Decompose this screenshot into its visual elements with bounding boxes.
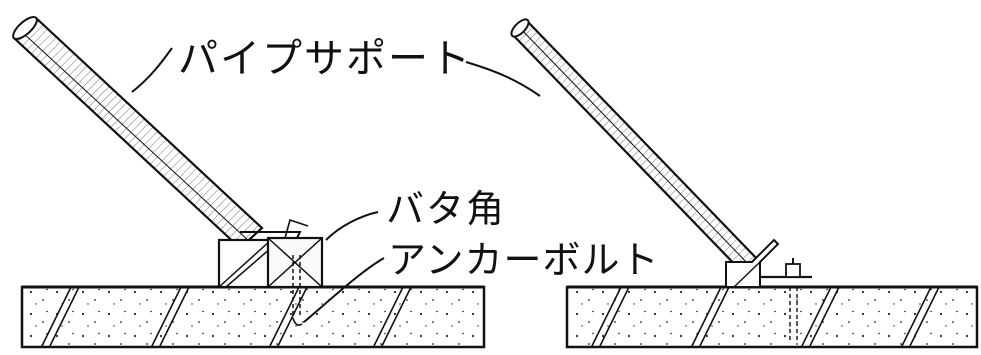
anchor-bolt-label: アンカーボルト xyxy=(388,238,659,282)
left-anchor-bolt xyxy=(292,255,303,326)
pipe-support-label: パイプサポート xyxy=(178,36,472,82)
left-concrete-slab xyxy=(20,285,486,349)
right-pipe-support xyxy=(510,18,762,276)
leader-lines xyxy=(131,47,541,323)
right-concrete-slab xyxy=(565,285,979,349)
left-pipe-support xyxy=(12,16,264,250)
bata-kaku-timber xyxy=(266,218,324,289)
bata-kaku-label: バタ角 xyxy=(386,187,506,231)
left-base-plate xyxy=(217,231,302,289)
right-anchor-bolt xyxy=(785,258,801,340)
